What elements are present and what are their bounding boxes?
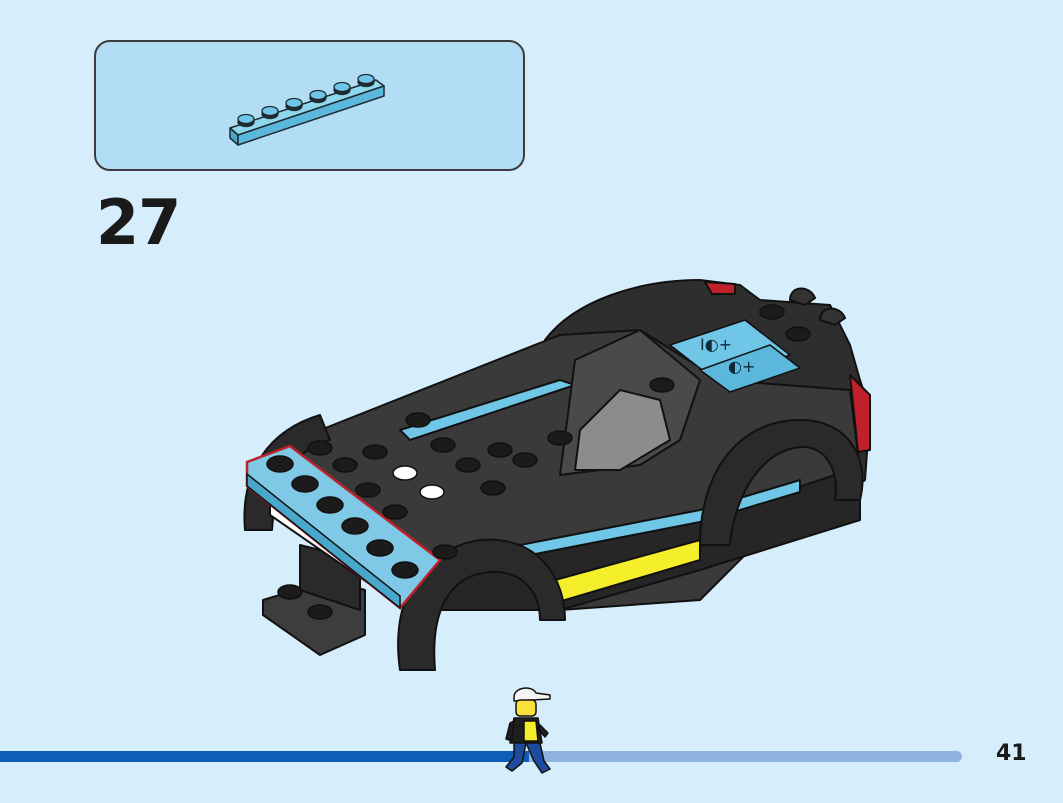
page-number: 41 [996,741,1027,766]
plate-1x6-icon [229,73,385,146]
progress-bar [0,751,962,762]
tile-print: I◐+ [700,335,732,354]
minifigure-runner-icon [505,687,551,774]
parts-callout [94,40,525,171]
tile-print: ◐+ [728,357,755,376]
step-number: 27 [96,186,181,259]
progress-fill [0,751,530,762]
